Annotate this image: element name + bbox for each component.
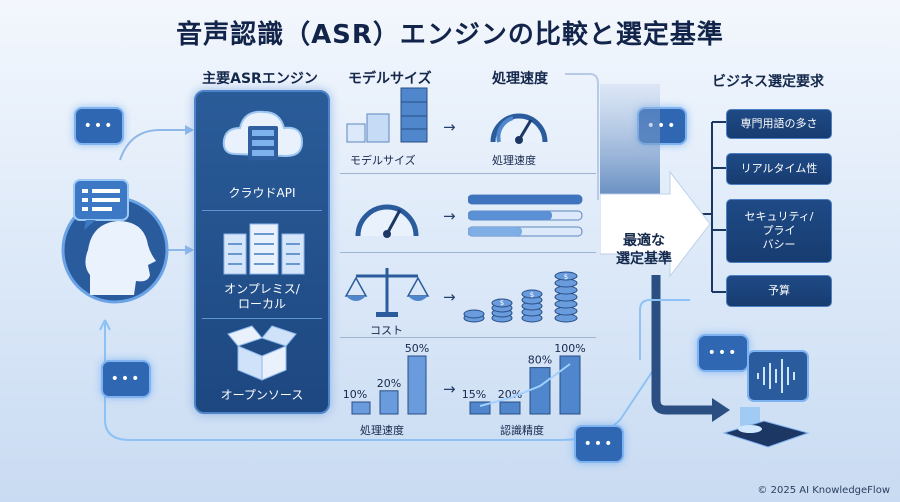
bar-value-label: 80% — [528, 354, 552, 367]
engines-panel: クラウドAPI オンプレミス/ローカル オープンソース — [194, 90, 330, 414]
bar-value-label: 15% — [462, 388, 486, 401]
arrow-icon: → — [443, 118, 456, 136]
bar-value-label: 100% — [554, 342, 585, 355]
engines-header: 主要ASRエンジン — [202, 71, 318, 87]
bar-mark — [499, 401, 521, 415]
svg-text:$: $ — [500, 299, 504, 307]
voice-device-icon — [722, 350, 810, 448]
bar-value-label: 10% — [343, 388, 367, 401]
speed-header: 処理速度 — [492, 71, 548, 87]
speed-label: 処理速度 — [492, 154, 536, 167]
arrow-icon: → — [443, 288, 456, 306]
requirements-header: ビジネス選定要求 — [712, 74, 824, 90]
speed-percent-chart: 10% 20% 50% — [343, 342, 429, 415]
copyright-text: © 2025 AI KnowledgeFlow — [757, 485, 890, 496]
selection-arrow-icon — [600, 84, 711, 278]
arrow-icon: → — [443, 207, 456, 225]
chat-bubble-icon: ••• — [74, 107, 124, 145]
bar-value-label: 20% — [377, 377, 401, 390]
cost-label: コスト — [370, 324, 403, 337]
bar-mark — [379, 390, 399, 415]
svg-text:$: $ — [564, 273, 568, 281]
server-rack-icon — [223, 223, 305, 275]
chat-bubble-icon: ••• — [697, 334, 749, 372]
chat-bubble-icon: ••• — [574, 425, 624, 463]
bottom-speed-label: 処理速度 — [360, 424, 404, 437]
engine-opensource-label: オープンソース — [220, 388, 304, 402]
bar-mark — [559, 355, 581, 415]
bar-value-label: 20% — [498, 388, 522, 401]
speech-panel-icon — [72, 178, 132, 232]
open-box-icon — [227, 325, 297, 381]
requirement-realtime: リアルタイム性 — [726, 153, 832, 185]
model-size-label: モデルサイズ — [350, 154, 416, 167]
balance-scale-icon — [344, 268, 430, 317]
bar-mark — [351, 401, 371, 415]
model-size-header: モデルサイズ — [348, 71, 432, 87]
accuracy-label: 認識精度 — [500, 424, 544, 437]
requirement-budget: 予算 — [726, 275, 832, 307]
cloud-server-icon — [222, 110, 304, 160]
speedometer-icon — [490, 113, 548, 144]
accuracy-percent-chart: 15% 20% 80%100% — [462, 342, 586, 415]
trend-line — [479, 363, 571, 407]
engine-cloud-label: クラウドAPI — [228, 186, 296, 200]
center-arrow-label: 最適な選定基準 — [616, 233, 672, 267]
chat-bubble-icon: ••• — [101, 360, 151, 398]
coin-stacks-icon: $ $ $ — [463, 271, 578, 323]
page-title: 音声認識（ASR）エンジンの比較と選定基準 — [176, 20, 724, 50]
speed-progress-bars — [468, 194, 583, 237]
arrow-icon: → — [443, 380, 456, 398]
requirement-terminology: 専門用語の多さ — [726, 109, 832, 139]
engine-onprem-text: オンプレミス/ローカル — [224, 282, 300, 311]
requirement-security: セキュリティ/プライバシー — [726, 199, 832, 263]
bar-mark — [529, 367, 551, 415]
engine-onprem-label: オンプレミス/ローカル — [196, 282, 328, 312]
speed-gauge-icon — [355, 204, 419, 238]
bar-value-label: 50% — [405, 342, 429, 355]
bar-mark — [407, 355, 427, 415]
model-size-blocks-icon — [346, 87, 428, 143]
svg-text:$: $ — [530, 291, 534, 299]
